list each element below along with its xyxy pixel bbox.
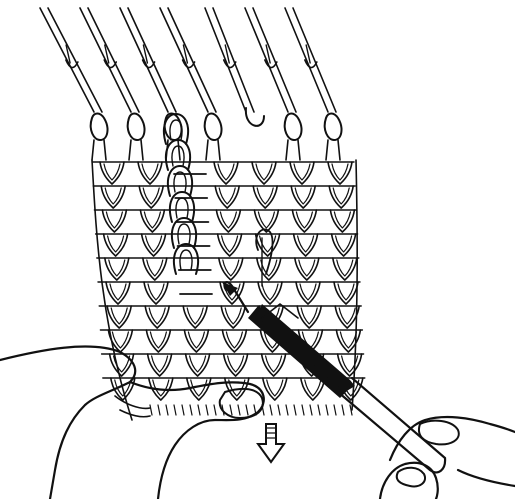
stitch <box>330 210 354 232</box>
fabric-fringe <box>190 405 192 415</box>
stitch <box>332 234 356 256</box>
stitch <box>297 306 321 328</box>
stitch <box>104 234 128 256</box>
stitch <box>216 210 240 232</box>
stitch <box>145 306 169 328</box>
stitch <box>253 186 277 208</box>
fabric-fringe <box>214 405 216 415</box>
fabric-fringe <box>246 405 248 415</box>
chain-loop-inner <box>176 198 188 218</box>
fabric-fringe <box>166 405 168 415</box>
stitch <box>336 330 360 352</box>
stitch <box>105 258 129 280</box>
fabric-fringe <box>286 405 288 415</box>
right-hand-icon <box>380 417 515 499</box>
fabric-fringe <box>318 405 320 415</box>
fabric-fringe <box>278 405 280 415</box>
fabric-fringe <box>230 405 232 415</box>
stitch <box>290 162 314 184</box>
stitch <box>263 378 287 400</box>
stitch <box>224 354 248 376</box>
stitch <box>295 258 319 280</box>
chain-loop-inner <box>174 172 186 192</box>
stitch <box>329 186 353 208</box>
stitch <box>107 306 131 328</box>
stitch <box>214 162 238 184</box>
left-hand-icon <box>0 347 264 499</box>
fabric-fringe <box>310 405 312 415</box>
left-thumb-nail <box>220 389 263 418</box>
stitch <box>106 282 130 304</box>
fabric-fringe <box>334 405 336 415</box>
fabric-fringe <box>294 405 296 415</box>
latch-needle-icon <box>40 8 107 160</box>
stitch <box>254 210 278 232</box>
stitch <box>140 210 164 232</box>
latch-needle-icon <box>285 8 341 160</box>
fabric-fringe <box>150 405 152 415</box>
stitch <box>218 234 242 256</box>
fabric-fringe <box>326 405 328 415</box>
stitch <box>333 258 357 280</box>
latch-needle-icon <box>120 8 181 160</box>
stitch <box>291 186 315 208</box>
stitch <box>142 234 166 256</box>
stitch <box>257 258 281 280</box>
stitch <box>146 330 170 352</box>
stitch <box>184 330 208 352</box>
chain-loop-inner <box>180 250 192 270</box>
latch-needle-icon <box>245 8 301 160</box>
stitch <box>102 210 126 232</box>
fabric-fringe <box>182 405 184 415</box>
stitch <box>294 234 318 256</box>
stitch <box>183 306 207 328</box>
stitch <box>144 282 168 304</box>
stitch <box>256 234 280 256</box>
fabric-fringe <box>302 405 304 415</box>
stitch <box>328 162 352 184</box>
fabric-fringe <box>342 405 344 415</box>
fabric-fringe <box>174 405 176 415</box>
stitch <box>110 354 134 376</box>
stitch <box>219 258 243 280</box>
latch-tool-icon <box>222 282 445 472</box>
latch-needle-icon <box>80 8 144 160</box>
stitch <box>139 186 163 208</box>
stitch <box>252 162 276 184</box>
chain-loop-inner <box>172 146 184 166</box>
fabric-fringe <box>206 405 208 415</box>
stitch <box>186 354 210 376</box>
stitch <box>215 186 239 208</box>
stitch <box>221 306 245 328</box>
stitch <box>100 162 124 184</box>
stitch <box>334 282 358 304</box>
down-arrow-icon <box>258 424 284 462</box>
stitch <box>143 258 167 280</box>
needle-bed <box>40 8 341 160</box>
stitch <box>262 354 286 376</box>
fabric-fringe <box>158 405 160 415</box>
stitch <box>101 186 125 208</box>
stitch <box>138 162 162 184</box>
fabric-fringe <box>198 405 200 415</box>
stitch <box>222 330 246 352</box>
stitch <box>292 210 316 232</box>
fabric-fringe <box>270 405 272 415</box>
stitch <box>296 282 320 304</box>
fabric-fringe <box>238 405 240 415</box>
stitch <box>148 354 172 376</box>
